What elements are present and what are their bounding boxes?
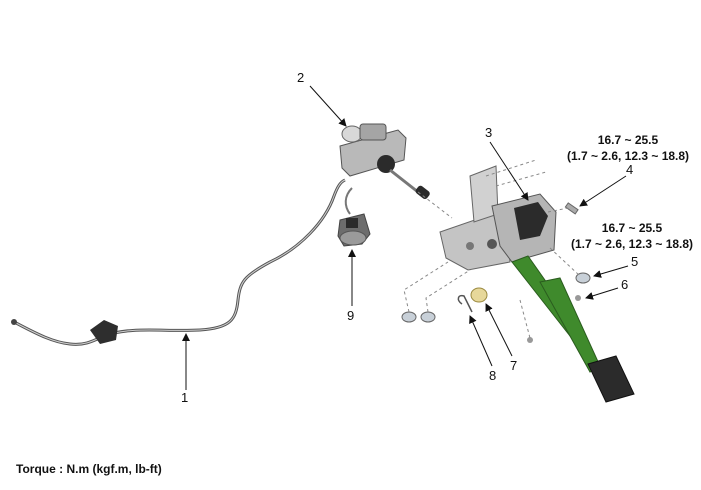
nut-b [420,311,436,323]
torque-spec-a-line2: (1.7 ~ 2.6, 12.3 ~ 18.8) [567,149,689,163]
nut-a [401,311,417,323]
bolt-part-6 [575,295,581,301]
clutch-tube-part [11,178,346,346]
reservoir-part [337,187,371,247]
torque-spec-b-line1: 16.7 ~ 25.5 [602,221,663,235]
tube-end-fitting [11,319,17,325]
washer-part-7 [470,287,488,303]
nut-part-5 [575,272,591,284]
callout-1: 1 [181,390,188,405]
tube-bracket [90,320,118,344]
bolt-part-4 [564,202,579,215]
callout-2: 2 [297,70,304,85]
callout-9: 9 [347,308,354,323]
callout-5: 5 [631,254,638,269]
torque-units-caption: Torque : N.m (kgf.m, lb-ft) [16,462,162,476]
pedal-assembly-part [439,165,635,403]
master-cylinder-part [339,123,430,200]
callout-6: 6 [621,277,628,292]
pin [527,337,533,343]
leader-lines [182,85,629,390]
callout-8: 8 [489,368,496,383]
hardware-parts [401,159,591,343]
torque-spec-a-line1: 16.7 ~ 25.5 [598,133,659,147]
callout-4: 4 [626,162,633,177]
callout-3: 3 [485,125,492,140]
callout-7: 7 [510,358,517,373]
torque-spec-b-line2: (1.7 ~ 2.6, 12.3 ~ 18.8) [571,237,693,251]
clip-part-8 [457,294,473,313]
